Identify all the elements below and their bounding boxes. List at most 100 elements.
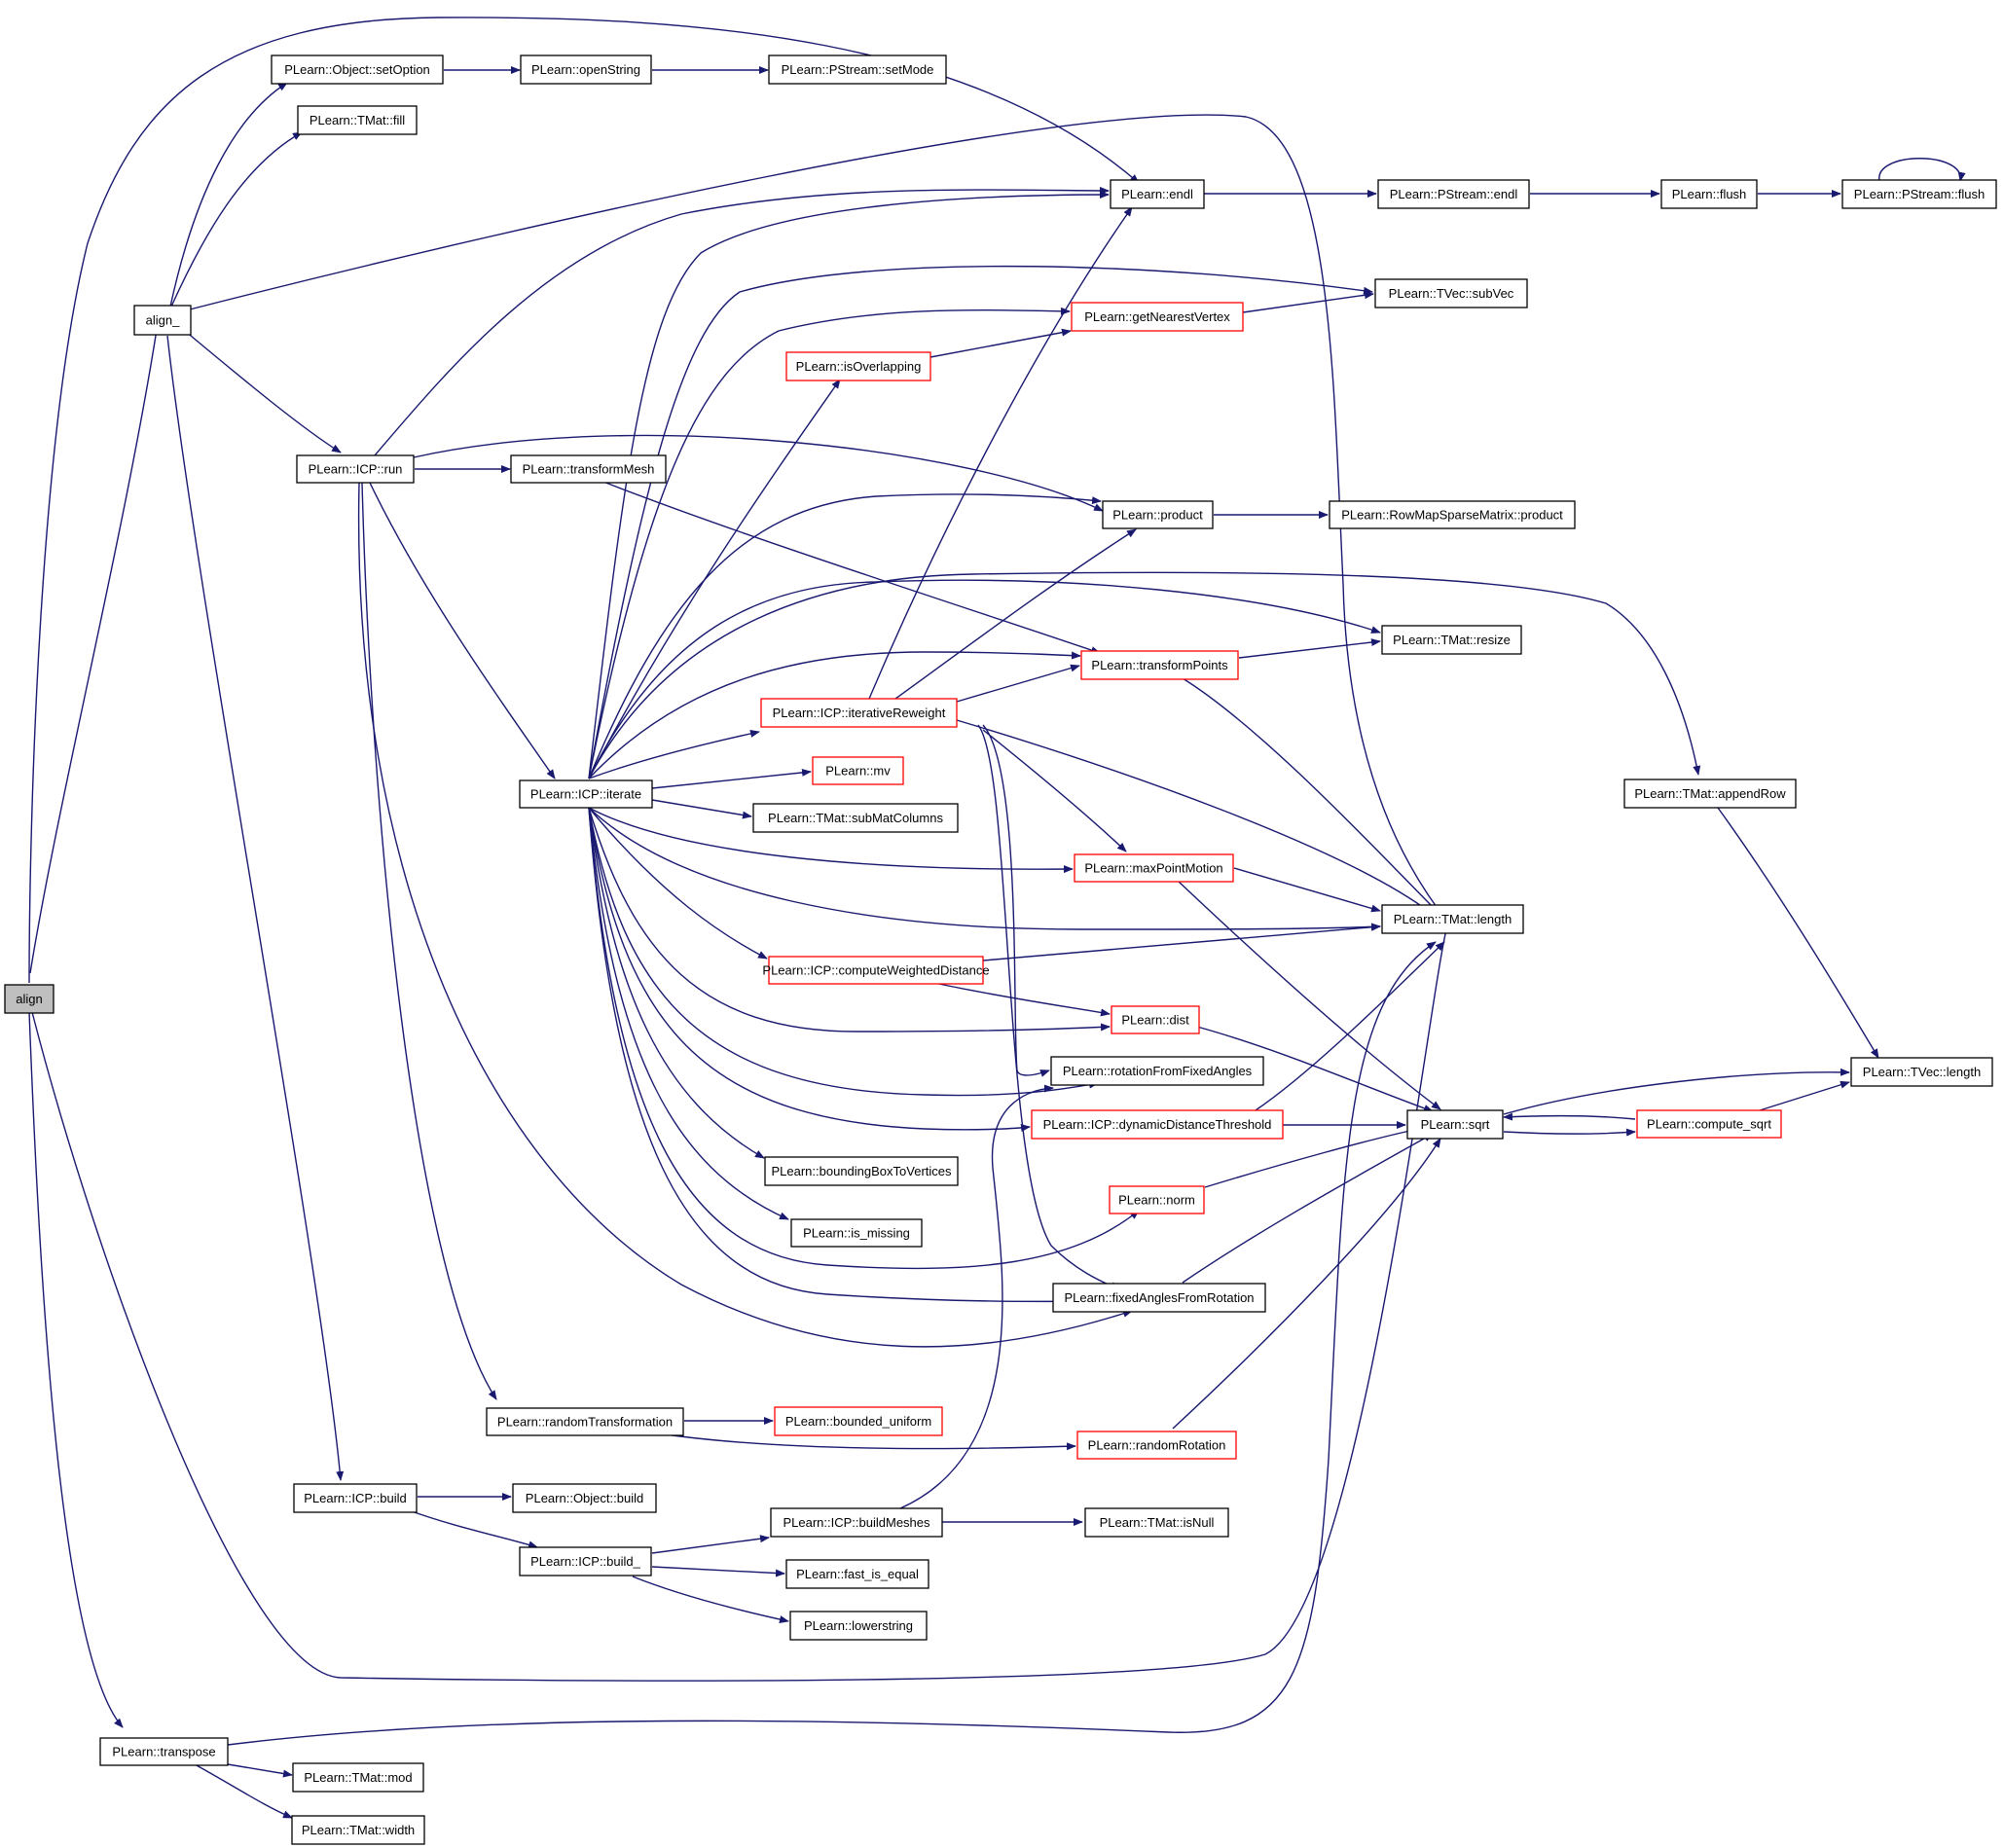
node-rmproduct[interactable]: PLearn::RowMapSparseMatrix::product (1329, 500, 1576, 529)
node-bounded_uniform[interactable]: PLearn::bounded_uniform (774, 1406, 943, 1436)
node-label: PLearn::ICP::iterativeReweight (773, 706, 946, 720)
node-box (519, 779, 653, 809)
node-box (768, 54, 947, 85)
node-product[interactable]: PLearn::product (1102, 500, 1214, 529)
node-subMatColumns[interactable]: PLearn::TMat::subMatColumns (752, 803, 959, 833)
node-width[interactable]: PLearn::TMat::width (291, 1815, 425, 1845)
node-is_missing[interactable]: PLearn::is_missing (790, 1218, 923, 1248)
node-box (1080, 650, 1239, 680)
node-fast_is_equal[interactable]: PLearn::fast_is_equal (785, 1559, 929, 1589)
node-label: PLearn::PStream::flush (1854, 187, 1985, 201)
node-label: PLearn::norm (1118, 1193, 1195, 1208)
node-label: PLearn::RowMapSparseMatrix::product (1341, 508, 1563, 523)
node-getNearestVertex[interactable]: PLearn::getNearestVertex (1071, 302, 1244, 332)
node-box (1109, 1185, 1205, 1214)
node-rotationFromFixedAngles[interactable]: PLearn::rotationFromFixedAngles (1050, 1056, 1264, 1086)
node-buildMeshes[interactable]: PLearn::ICP::buildMeshes (770, 1507, 943, 1538)
edge-iterativeReweight-maxPointMotion (982, 729, 1127, 852)
node-label: PLearn::maxPointMotion (1084, 861, 1222, 876)
node-box (1636, 1109, 1782, 1139)
node-box (99, 1737, 229, 1766)
node-box (1374, 278, 1528, 308)
node-box (1111, 1005, 1200, 1034)
node-tvlength[interactable]: PLearn::TVec::length (1850, 1057, 1993, 1087)
node-dynamicDistanceThreshold[interactable]: PLearn::ICP::dynamicDistanceThreshold (1031, 1109, 1284, 1140)
node-subVec[interactable]: PLearn::TVec::subVec (1374, 278, 1528, 308)
node-box (291, 1815, 425, 1845)
node-label: PLearn::ICP::dynamicDistanceThreshold (1043, 1117, 1272, 1132)
node-pflush[interactable]: PLearn::PStream::flush (1841, 179, 1997, 209)
edge-isOverlapping-getNearestVertex (929, 328, 1072, 358)
edge-iterate-boundingBoxToVertices (588, 807, 765, 1159)
node-computeWeightedDistance[interactable]: PLearn::ICP::computeWeightedDistance (762, 956, 990, 985)
node-pendl[interactable]: PLearn::PStream::endl (1377, 179, 1530, 209)
node-resize[interactable]: PLearn::TMat::resize (1381, 625, 1522, 655)
node-iterate[interactable]: PLearn::ICP::iterate (519, 779, 653, 809)
node-label: PLearn::mv (825, 764, 891, 779)
node-box (1071, 302, 1244, 332)
node-tmlength[interactable]: PLearn::TMat::length (1381, 904, 1524, 934)
node-transformPoints[interactable]: PLearn::transformPoints (1080, 650, 1239, 680)
node-dist[interactable]: PLearn::dist (1111, 1005, 1200, 1034)
node-mod[interactable]: PLearn::TMat::mod (292, 1762, 424, 1793)
node-box (770, 1507, 943, 1538)
edges (28, 17, 1966, 1819)
node-setMode[interactable]: PLearn::PStream::setMode (768, 54, 947, 85)
node-label: PLearn::transformMesh (523, 462, 655, 477)
node-box (1381, 625, 1522, 655)
node-isNull[interactable]: PLearn::TMat::isNull (1084, 1507, 1229, 1538)
node-icprun[interactable]: PLearn::ICP::run (296, 454, 415, 484)
edge-icprun-endl (374, 186, 1110, 456)
node-label: PLearn::endl (1121, 187, 1193, 201)
node-maxPointMotion[interactable]: PLearn::maxPointMotion (1074, 853, 1234, 883)
node-sqrt[interactable]: PLearn::sqrt (1406, 1109, 1504, 1140)
edge-align_-length (189, 114, 1449, 924)
node-flush[interactable]: PLearn::flush (1660, 179, 1758, 209)
node-box (1377, 179, 1530, 209)
edge-iterate-dist (588, 807, 1111, 1033)
node-iterativeReweight[interactable]: PLearn::ICP::iterativeReweight (760, 698, 958, 728)
node-fixedAnglesFromRotation[interactable]: PLearn::fixedAnglesFromRotation (1052, 1283, 1266, 1313)
node-label: PLearn::openString (531, 62, 640, 77)
node-label: PLearn::ICP::iterate (530, 787, 641, 802)
node-fill[interactable]: PLearn::TMat::fill (297, 105, 418, 135)
node-label: PLearn::bounded_uniform (785, 1414, 931, 1429)
node-label: PLearn::TMat::length (1394, 912, 1512, 926)
node-label: PLearn::boundingBoxToVertices (771, 1164, 952, 1178)
node-label: PLearn::TMat::resize (1393, 633, 1511, 647)
node-randomRotation[interactable]: PLearn::randomRotation (1076, 1431, 1237, 1460)
node-lowerstring[interactable]: PLearn::lowerstring (789, 1611, 928, 1641)
node-endl[interactable]: PLearn::endl (1110, 179, 1205, 209)
node-isOverlapping[interactable]: PLearn::isOverlapping (785, 351, 931, 381)
node-box (1623, 779, 1797, 809)
node-randomTransformation[interactable]: PLearn::randomTransformation (486, 1407, 684, 1436)
node-transpose[interactable]: PLearn::transpose (99, 1737, 229, 1766)
node-compute_sqrt[interactable]: PLearn::compute_sqrt (1636, 1109, 1782, 1139)
edge-icprun-randomTransformation (361, 482, 497, 1400)
node-norm[interactable]: PLearn::norm (1109, 1185, 1205, 1214)
edge-ddt-length (1255, 941, 1445, 1111)
edge-icpbuild_-fast_is_equal (651, 1566, 785, 1577)
edge-sqrt-tvlength (1503, 1068, 1850, 1115)
node-boundingBoxToVertices[interactable]: PLearn::boundingBoxToVertices (764, 1156, 959, 1186)
edge-icpbuild-icpbuild_ (408, 1509, 538, 1549)
edge-icpbuild_-lowerstring (632, 1576, 789, 1623)
edge-iterativeReweight-endl (868, 206, 1133, 700)
edge-iterate-transformPoints (588, 651, 1081, 779)
node-box (789, 1611, 928, 1641)
node-transformMesh[interactable]: PLearn::transformMesh (510, 454, 667, 484)
edge-buildMeshes-rotationFromFixedAngles (899, 1084, 1054, 1509)
node-mv[interactable]: PLearn::mv (812, 756, 904, 785)
node-setOption[interactable]: PLearn::Object::setOption (271, 54, 444, 85)
node-icpbuild[interactable]: PLearn::ICP::build (293, 1483, 418, 1513)
edge-iterate-is_missing (588, 807, 789, 1220)
node-icpbuild_[interactable]: PLearn::ICP::build_ (519, 1546, 652, 1576)
node-appendRow[interactable]: PLearn::TMat::appendRow (1623, 779, 1797, 809)
node-openString[interactable]: PLearn::openString (520, 54, 652, 85)
node-box (1660, 179, 1758, 209)
node-align_[interactable]: align_ (133, 305, 192, 336)
edge-randomTransformation-randomRotation (651, 1431, 1076, 1451)
node-box (510, 454, 667, 484)
node-align[interactable]: align (4, 984, 55, 1014)
node-objbuild[interactable]: PLearn::Object::build (512, 1483, 657, 1513)
